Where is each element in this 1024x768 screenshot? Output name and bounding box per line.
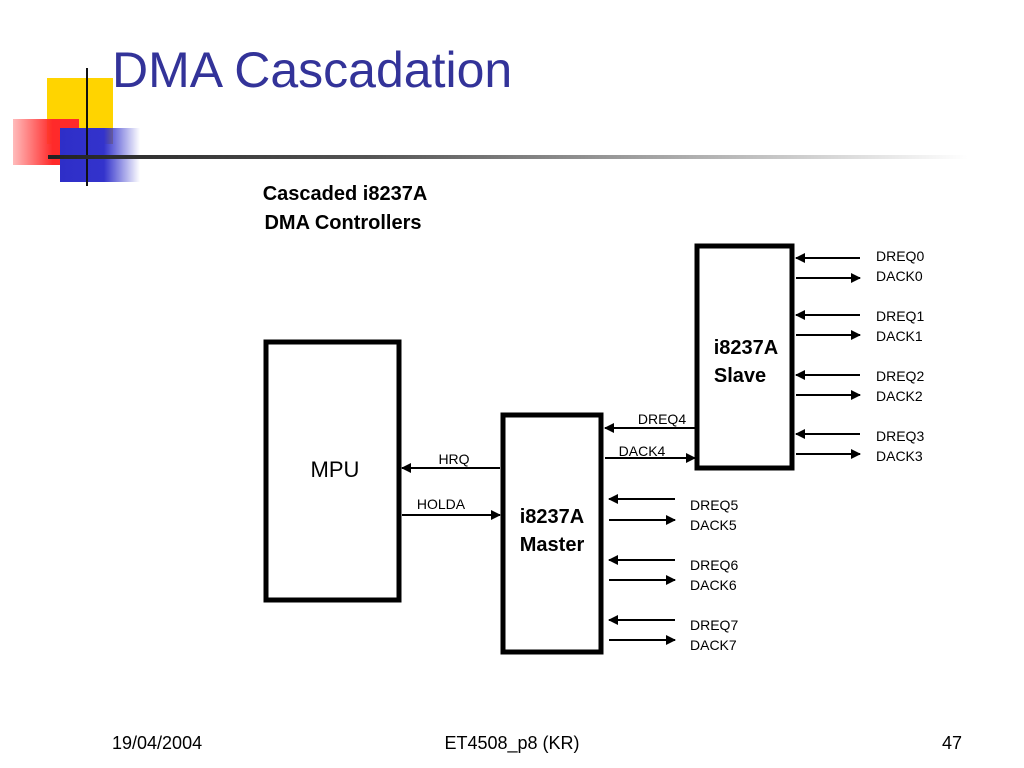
master-channel-6: DREQ6 DACK6: [608, 555, 738, 593]
dack0-label: DACK0: [876, 268, 923, 284]
dack7-label: DACK7: [690, 637, 737, 653]
footer-page-number: 47: [941, 733, 962, 753]
master-channel-7: DREQ7 DACK7: [608, 615, 738, 653]
footer-course: ET4508_p8 (KR): [444, 733, 580, 753]
diagram-caption-line1: Cascaded i8237A: [263, 183, 428, 205]
dack5-label: DACK5: [690, 517, 737, 533]
dreq4-label: DREQ4: [638, 411, 686, 427]
holda-label: HOLDA: [417, 496, 466, 512]
dreq5-label: DREQ5: [690, 497, 738, 513]
dreq0-label: DREQ0: [876, 248, 924, 264]
mpu-block: [263, 339, 402, 603]
slide-title: DMA Cascadation: [112, 42, 513, 98]
dreq1-label: DREQ1: [876, 308, 924, 324]
dreq6-label: DREQ6: [690, 557, 738, 573]
footer-date: 19/04/2004: [112, 733, 203, 753]
dack3-label: DACK3: [876, 448, 923, 464]
master-block: [500, 412, 604, 655]
dack2-label: DACK2: [876, 388, 923, 404]
mpu-label: MPU: [311, 457, 360, 482]
decor-vertical-line: [86, 68, 88, 186]
dack4-label: DACK4: [619, 443, 666, 459]
slave-label-line1: i8237A: [714, 337, 779, 359]
slave-channel-2: DREQ2 DACK2: [795, 368, 924, 404]
master-label-line2: Master: [520, 534, 585, 556]
slave-channel-3: DREQ3 DACK3: [795, 428, 924, 464]
dreq2-label: DREQ2: [876, 368, 924, 384]
hrq-label: HRQ: [438, 451, 469, 467]
slave-channel-0: DREQ0 DACK0: [795, 248, 924, 284]
dreq3-label: DREQ3: [876, 428, 924, 444]
slave-channel-1: DREQ1 DACK1: [795, 308, 924, 344]
diagram-caption-line2: DMA Controllers: [264, 212, 421, 234]
slave-label-line2: Slave: [714, 365, 766, 387]
master-label-line1: i8237A: [520, 506, 585, 528]
slave-block: [694, 243, 795, 471]
dack1-label: DACK1: [876, 328, 923, 344]
dreq7-label: DREQ7: [690, 617, 738, 633]
master-channel-5: DREQ5 DACK5: [608, 494, 738, 533]
dack6-label: DACK6: [690, 577, 737, 593]
title-underline: [48, 155, 968, 159]
